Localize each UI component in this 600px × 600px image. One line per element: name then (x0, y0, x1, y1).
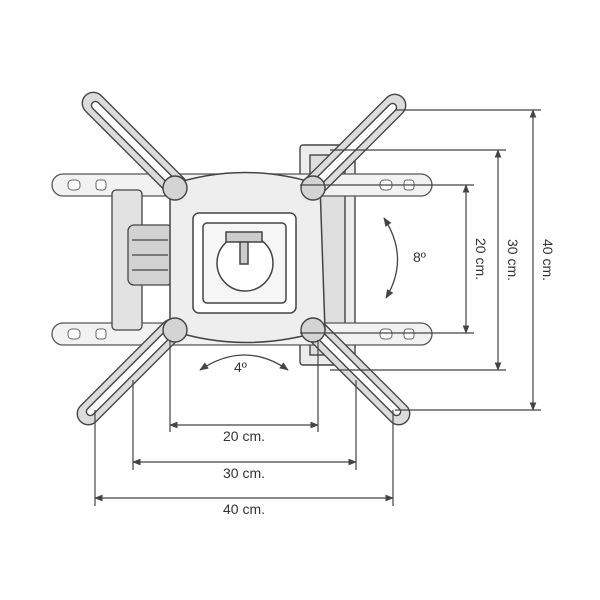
horizontal-dimension-label: 20 cm. (223, 428, 265, 444)
horizontal-dimensions (94, 340, 394, 506)
vertical-dimensions (300, 109, 541, 411)
articulating-arm (111, 189, 174, 331)
tilt-label: 8º (413, 249, 426, 265)
tilt-arc (383, 217, 399, 299)
pivot-joints (162, 175, 326, 343)
diagonal-brackets (76, 91, 411, 426)
horizontal-dimension-label: 40 cm. (223, 501, 265, 517)
swivel-arc (199, 354, 289, 371)
vertical-dimension-label: 40 cm. (540, 239, 556, 281)
swivel-label: 4º (234, 359, 247, 375)
vertical-dimension-label: 20 cm. (473, 238, 489, 280)
horizontal-dimension-label: 30 cm. (223, 465, 265, 481)
vertical-dimension-label: 30 cm. (505, 239, 521, 281)
center-bracket (169, 171, 326, 344)
